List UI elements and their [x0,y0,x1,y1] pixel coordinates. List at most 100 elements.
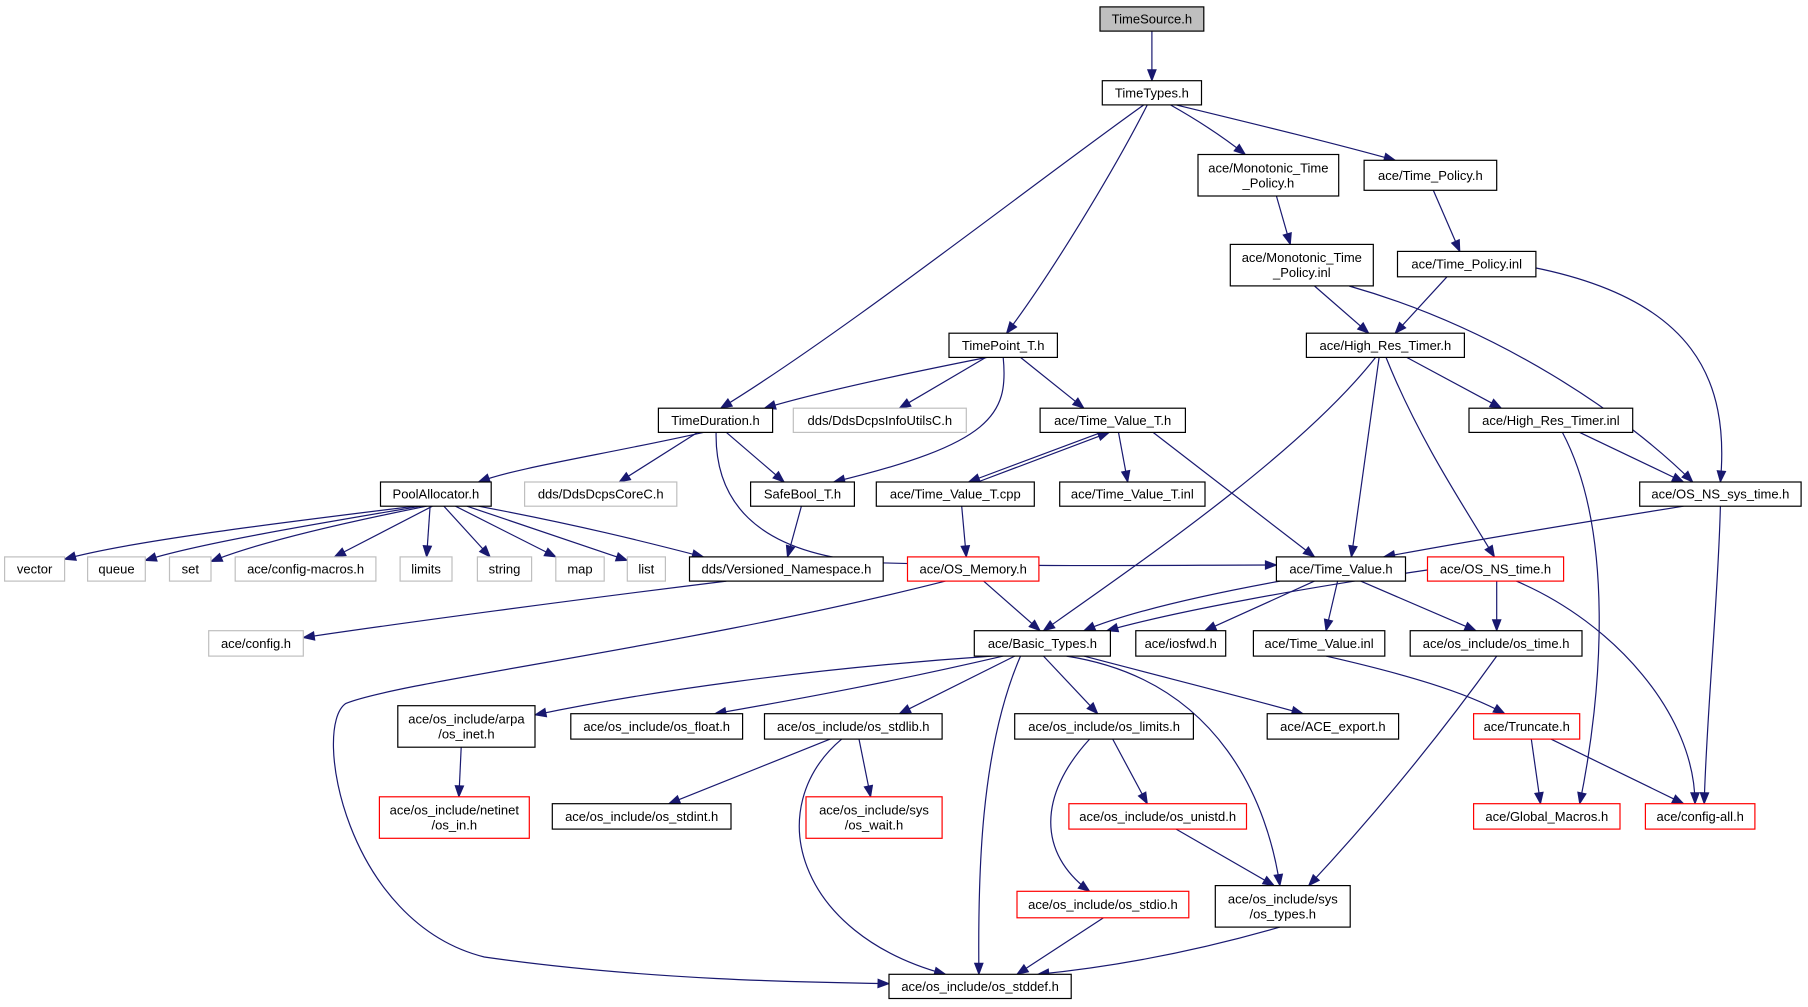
node-os_stdlib[interactable]: ace/os_include/os_stdlib.h [763,713,943,740]
node-box [208,630,304,657]
node-label: _Policy.inl [1272,265,1331,280]
node-string[interactable]: string [476,556,533,582]
arrowhead [143,552,158,562]
node-list[interactable]: list [626,556,666,582]
node-os_limits[interactable]: ace/os_include/os_limits.h [1014,713,1195,740]
node-configmacros[interactable]: ace/config-macros.h [234,556,377,582]
edge-basictypes-to-sys_types [1066,655,1284,887]
node-label: ace/os_include/arpa [408,711,525,726]
node-mono_h[interactable]: ace/Monotonic_Time_Policy.h [1197,153,1340,197]
node-mono_inl[interactable]: ace/Monotonic_Time_Policy.inl [1229,243,1374,287]
node-sys_wait[interactable]: ace/os_include/sys/os_wait.h [805,796,943,839]
node-os_unistd[interactable]: ace/os_include/os_unistd.h [1068,803,1248,830]
edge-poolalloc-to-list [466,505,629,562]
edge-timevalue_h-to-os_time [1360,580,1478,632]
node-box [626,556,666,582]
node-timepolicy_h[interactable]: ace/Time_Policy.h [1363,159,1498,191]
node-label: _Policy.h [1242,175,1295,190]
node-box [1363,159,1498,191]
node-config_h[interactable]: ace/config.h [208,630,304,657]
node-os_stddef[interactable]: ace/os_include/os_stddef.h [888,973,1072,1000]
node-global_macros[interactable]: ace/Global_Macros.h [1472,803,1621,830]
node-os_stdio[interactable]: ace/os_include/os_stdio.h [1016,890,1190,919]
edge-timetypes-to-timeduration [719,104,1145,409]
node-timepolicy_inl[interactable]: ace/Time_Policy.inl [1396,250,1537,278]
node-os_memory[interactable]: ace/OS_Memory.h [906,556,1040,582]
node-label: vector [17,562,53,577]
node-basictypes[interactable]: ace/Basic_Types.h [973,630,1111,657]
edge-timepoint-to-infoutils [898,356,987,409]
node-box [1101,80,1203,106]
node-config_all[interactable]: ace/config-all.h [1644,803,1756,830]
node-label: limits [411,562,441,577]
edge-timeduration-to-timevalue_h [715,432,1278,570]
node-safebool[interactable]: SafeBool_T.h [749,481,855,507]
edge-mono_h-to-mono_inl [1275,195,1292,246]
edge-hrt_h-to-os_ns_time [1385,357,1496,559]
edge-truncate-to-global_macros [1530,739,1544,806]
edge-poolalloc-to-set [209,505,427,563]
arrowhead [478,545,492,558]
node-label: dds/Versioned_Namespace.h [701,562,871,577]
node-timevalue_h[interactable]: ace/Time_Value.h [1275,556,1407,582]
node-label: ace/Time_Policy.inl [1411,257,1522,272]
node-os_float[interactable]: ace/os_include/os_float.h [570,713,744,740]
arrowhead [1086,701,1099,715]
node-queue[interactable]: queue [86,556,146,582]
node-map[interactable]: map [555,556,605,582]
node-label: SafeBool_T.h [764,487,841,502]
node-box [1197,153,1340,197]
edge-basictypes-to-os_limits [1043,655,1099,715]
node-hrt_inl[interactable]: ace/High_Res_Timer.inl [1468,407,1634,434]
node-ace_export[interactable]: ace/ACE_export.h [1266,713,1400,740]
node-iosfwd[interactable]: ace/iosfwd.h [1135,630,1227,657]
node-box [1275,556,1407,582]
arrowhead [863,784,874,799]
node-label: ace/os_include/os_stdio.h [1028,897,1178,912]
node-corec[interactable]: dds/DdsDcpsCoreC.h [523,481,678,507]
node-os_time[interactable]: ace/os_include/os_time.h [1409,630,1583,657]
node-versioned[interactable]: dds/Versioned_Namespace.h [688,556,884,582]
node-os_ns_sys_time[interactable]: ace/OS_NS_sys_time.h [1639,481,1802,507]
arrowhead [1137,791,1148,805]
node-label: ace/Time_Value_T.cpp [890,487,1021,502]
node-os_ns_time[interactable]: ace/OS_NS_time.h [1426,556,1565,582]
arrowhead [1096,431,1111,442]
edge-os_stdlib-to-os_stddef [798,738,947,977]
node-hrt_h[interactable]: ace/High_Res_Timer.h [1305,332,1466,359]
node-vector[interactable]: vector [3,556,66,582]
edge-os_unistd-to-sys_types [1175,828,1276,887]
node-arpa_inet[interactable]: ace/os_include/arpa/os_inet.h [397,705,536,748]
node-poolalloc[interactable]: PoolAllocator.h [379,481,492,507]
node-sys_types[interactable]: ace/os_include/sys/os_types.h [1214,884,1351,928]
arrowhead [667,794,682,805]
node-box [1252,630,1386,657]
edge-poolalloc-to-limits [422,506,433,559]
arrowhead [1492,703,1506,715]
edge-tv_t_h-to-tv_t_cpp [967,431,1102,483]
node-label: ace/Time_Value_T.h [1054,413,1171,428]
node-box [1068,803,1248,830]
node-infoutils[interactable]: dds/DdsDcpsInfoUtilsC.h [792,407,967,434]
node-limits[interactable]: limits [399,556,453,582]
node-timesource[interactable]: TimeSource.h [1099,6,1205,32]
node-box [792,407,967,434]
node-netinet_in[interactable]: ace/os_include/netinet/os_in.h [378,796,530,839]
node-truncate[interactable]: ace/Truncate.h [1472,713,1581,740]
node-os_stdint[interactable]: ace/os_include/os_stdint.h [551,803,732,830]
node-timeduration[interactable]: TimeDuration.h [657,407,774,434]
node-set[interactable]: set [168,556,212,582]
node-label: ace/High_Res_Timer.inl [1482,413,1620,428]
arrowhead [1307,873,1321,887]
node-timetypes[interactable]: TimeTypes.h [1101,80,1203,106]
node-tv_t_cpp[interactable]: ace/Time_Value_T.cpp [875,481,1035,507]
node-label: queue [98,562,134,577]
edge-os_limits-to-os_stdio [1050,738,1091,893]
edge-timeduration-to-corec [618,431,698,483]
node-timepoint[interactable]: TimePoint_T.h [948,332,1059,359]
node-timevalue_inl[interactable]: ace/Time_Value.inl [1252,630,1386,657]
edge-basictypes-to-os_stdlib [898,655,1015,715]
node-tv_t_h[interactable]: ace/Time_Value_T.h [1039,407,1186,434]
edge-truncate-to-config_all [1550,738,1685,805]
node-tv_t_inl[interactable]: ace/Time_Value_T.inl [1059,481,1206,507]
